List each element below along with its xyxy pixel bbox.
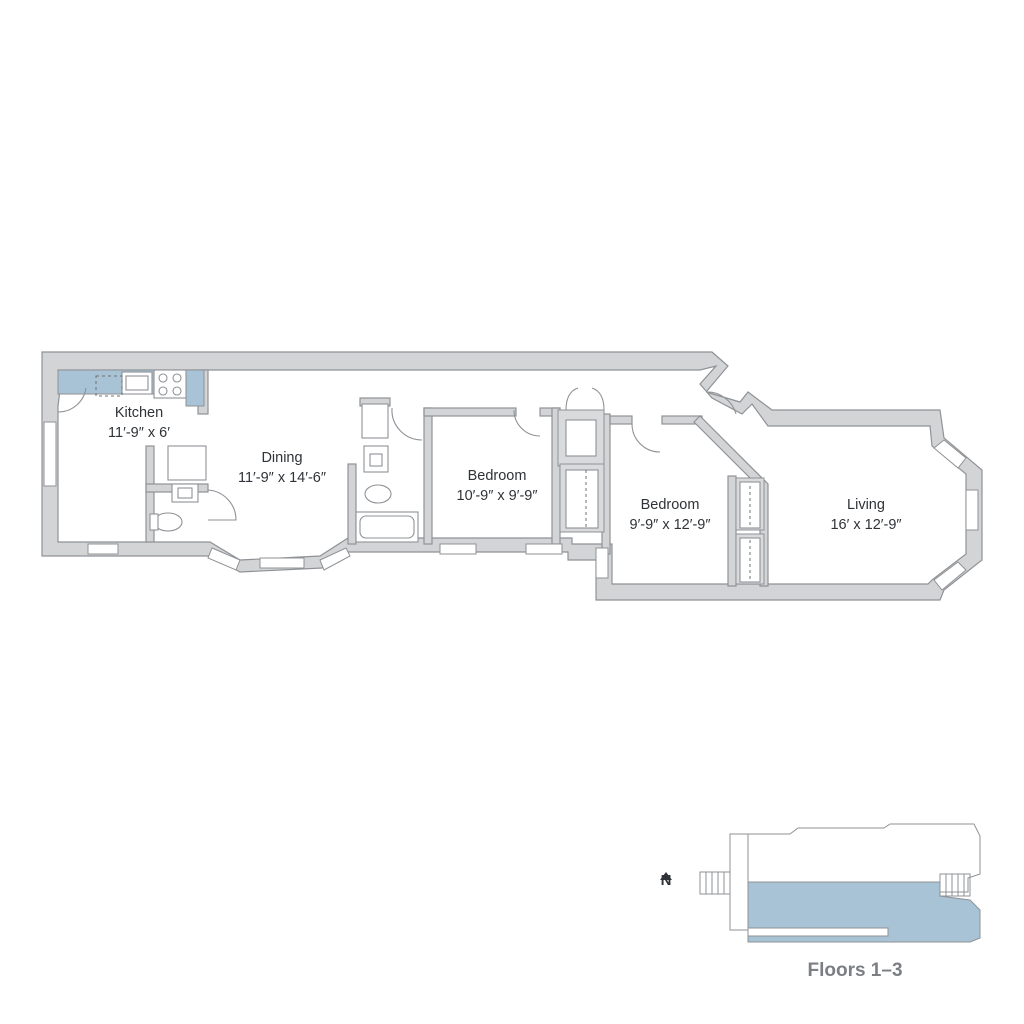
kitchen-counter: [57, 369, 205, 407]
bedroom-2-name: Bedroom: [641, 497, 700, 513]
interior-walls: [145, 369, 769, 587]
north-label: N: [660, 872, 672, 889]
key-plan: [660, 823, 981, 943]
kitchen-size: 11′-9″ x 6′: [108, 425, 170, 441]
bedroom-1-name: Bedroom: [468, 468, 527, 484]
bathroom-1-fixtures: [149, 445, 207, 532]
key-plan-stairs-west: [699, 871, 731, 895]
stair-closet-2: [735, 477, 765, 585]
stair-closet-1: [557, 387, 605, 533]
dining-size: 11′-9″ x 14′-6″: [238, 470, 326, 486]
living-size: 16′ x 12′-9″: [830, 517, 901, 533]
doors: [57, 387, 737, 521]
bathroom-2-fixtures: [355, 403, 419, 543]
kitchen-name: Kitchen: [115, 405, 163, 421]
key-plan-stairs-east: [939, 873, 971, 897]
bedroom-2-size: 9′-9″ x 12′-9″: [630, 517, 711, 533]
dining-name: Dining: [261, 450, 302, 466]
living-name: Living: [847, 497, 885, 513]
floors-label: Floors 1–3: [807, 960, 903, 981]
windows: [43, 421, 979, 591]
north-arrow-icon: [660, 872, 672, 880]
bedroom-1-size: 10′-9″ x 9′-9″: [457, 488, 538, 504]
room-labels: Kitchen 11′-9″ x 6′ Dining 11′-9″ x 14′-…: [108, 405, 901, 533]
